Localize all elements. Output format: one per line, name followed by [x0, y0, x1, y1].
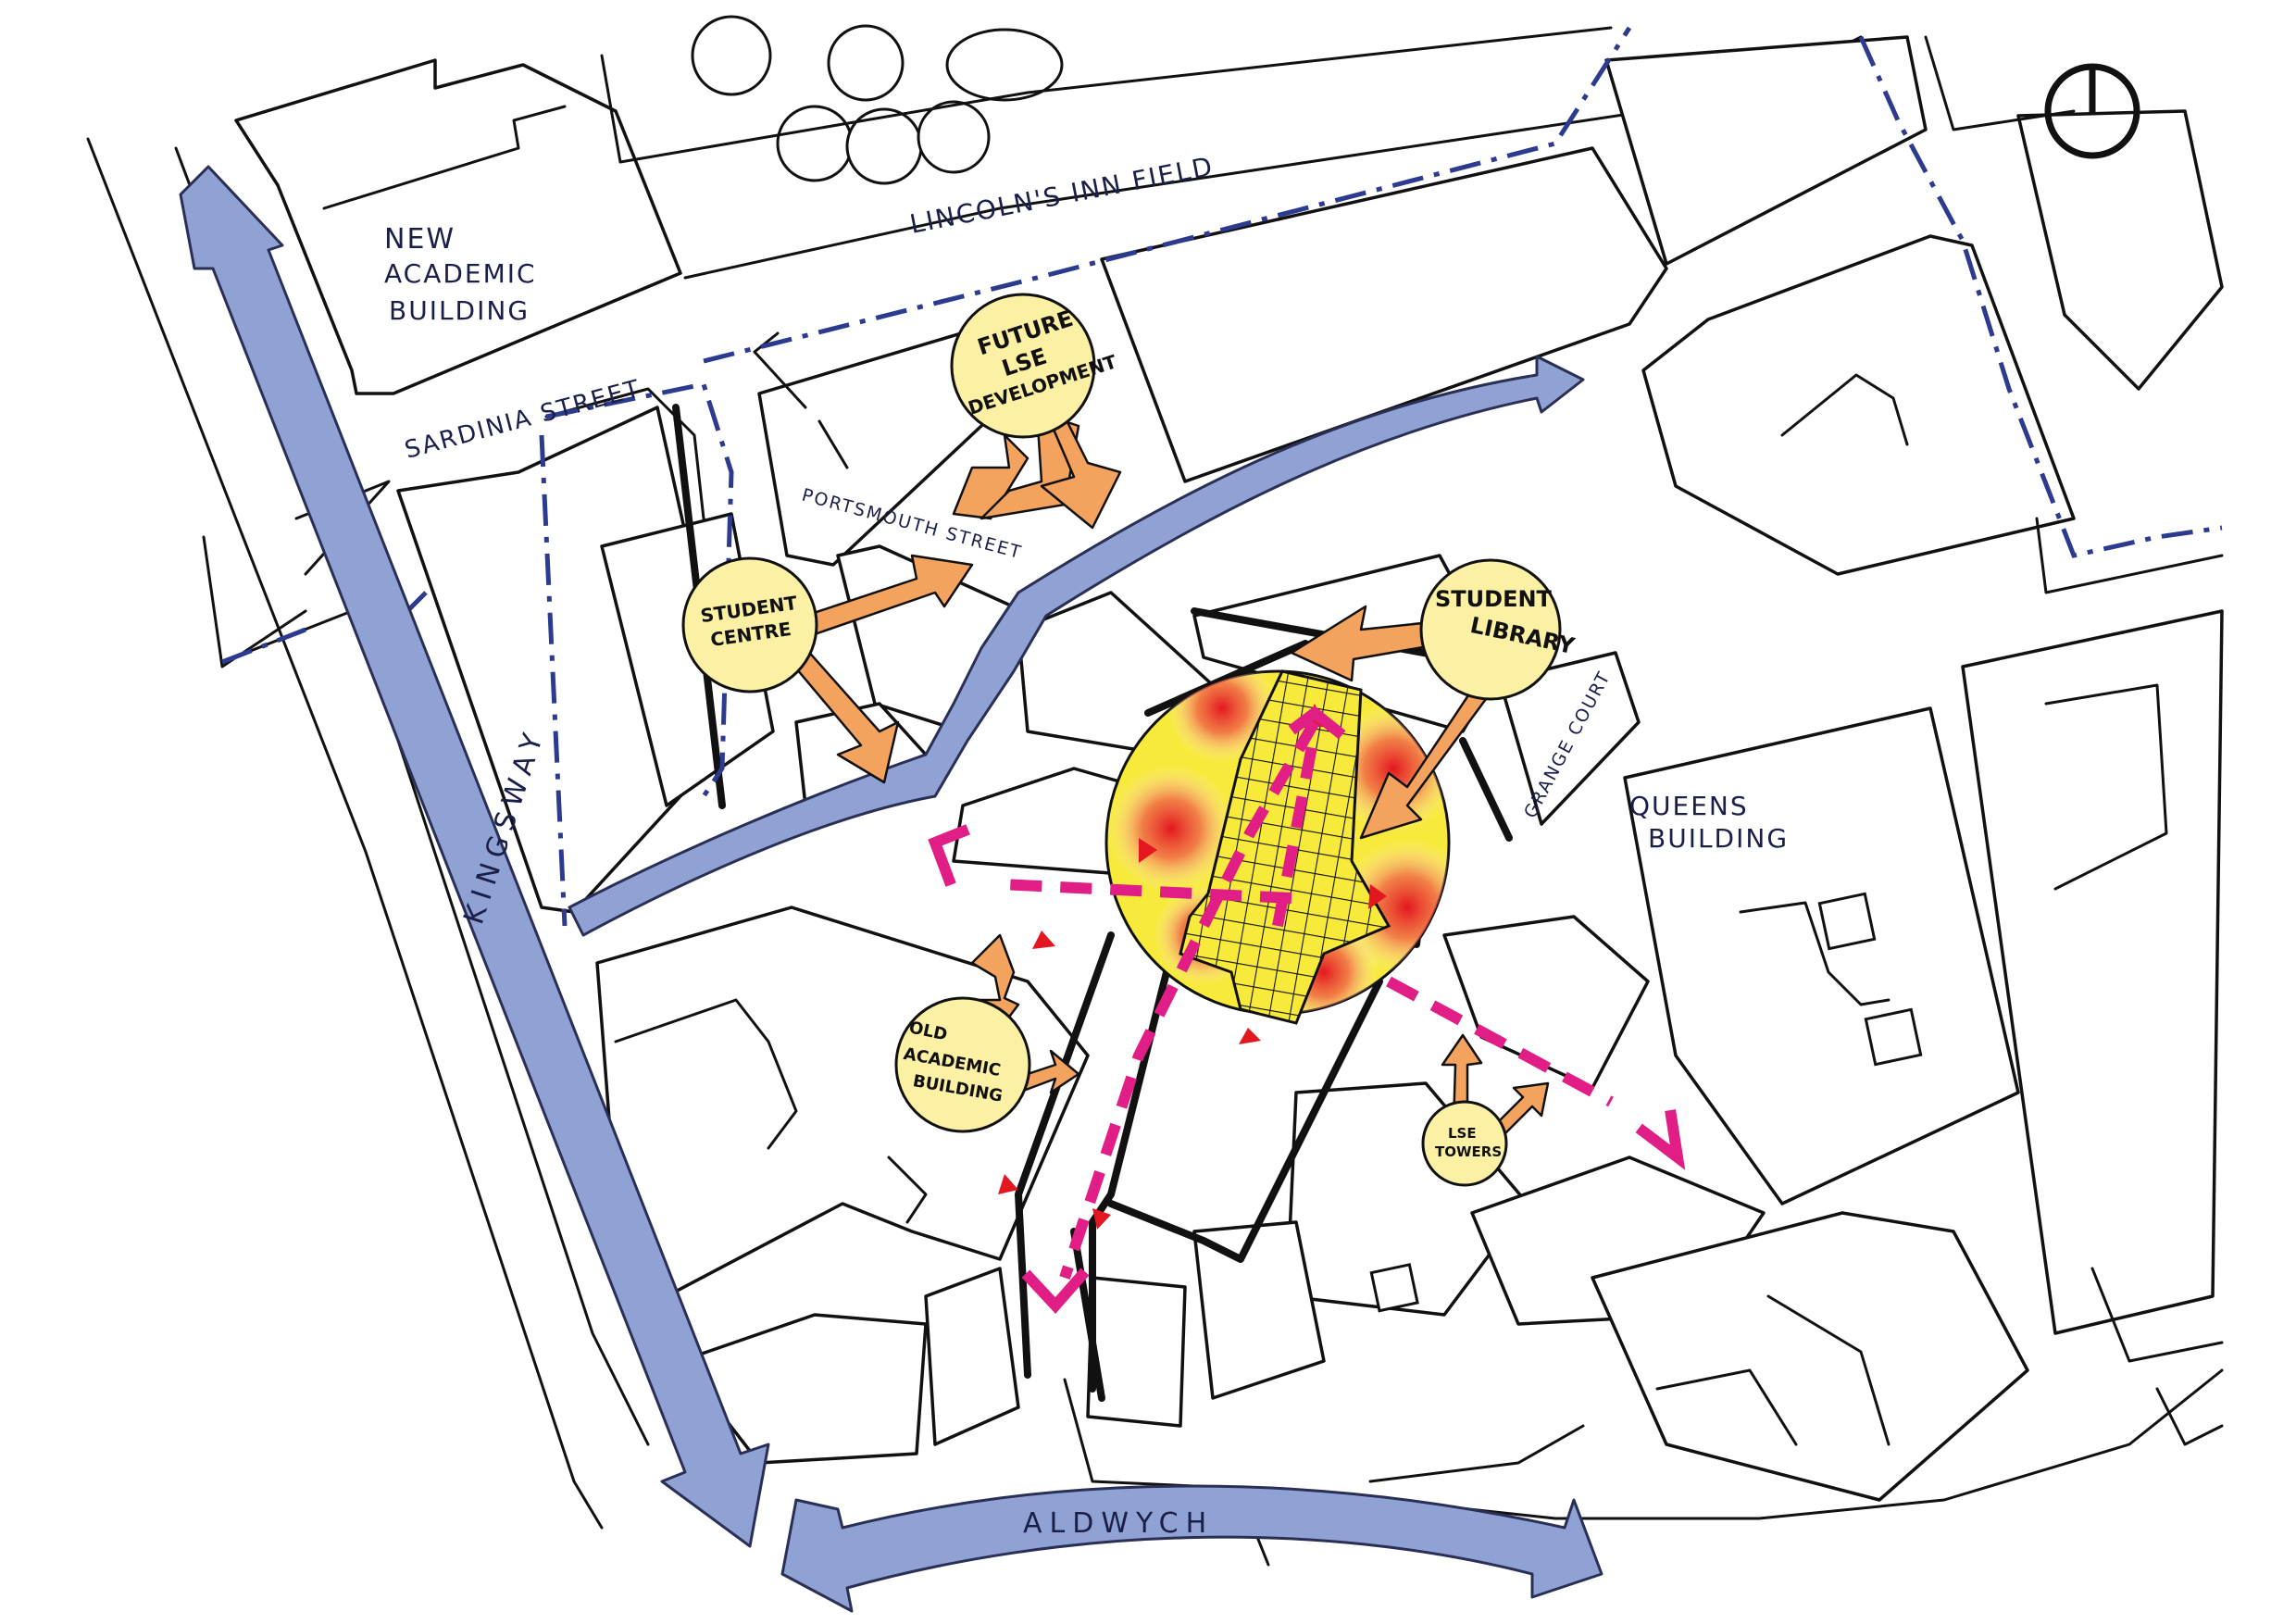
- hatched-square: [1179, 669, 1391, 1025]
- bubble-lse-towers: [1421, 1100, 1508, 1187]
- kingsway-arrow: [179, 165, 770, 1548]
- bubble-old-academic: [894, 996, 1031, 1133]
- portsmouth-street-arrow: [568, 355, 1585, 937]
- label-new-academic-2: ACADEMIC: [384, 258, 537, 289]
- aldwych-arrow: [780, 1484, 1603, 1613]
- main-streets: [179, 165, 1603, 1613]
- label-aldwych: ALDWYCH: [1023, 1507, 1214, 1540]
- access-arrows: [785, 406, 1550, 1141]
- label-lse-towers-2: TOWERS: [1435, 1143, 1502, 1160]
- bubble-future-lse: [950, 293, 1096, 439]
- route-north: [1272, 730, 1320, 928]
- label-queens-2: BUILDING: [1648, 823, 1789, 854]
- north-indicator-icon: [2044, 63, 2140, 159]
- label-student-library-1: STUDENT: [1435, 586, 1553, 612]
- bubble-student-library: [1419, 558, 1562, 701]
- block-queens: [1623, 706, 2020, 1206]
- pedestrian-routes: [928, 706, 1686, 1314]
- route-southeast: [1386, 976, 1614, 1107]
- trees: [691, 15, 1064, 185]
- route-south: [1059, 718, 1320, 1280]
- building-bubbles: [681, 293, 1562, 1187]
- label-lse-towers-1: LSE: [1448, 1125, 1477, 1142]
- block-new-academic: [234, 58, 682, 395]
- label-queens-1: QUEENS: [1629, 791, 1749, 821]
- label-new-academic-1: NEW: [384, 223, 455, 256]
- bubble-student-centre: [681, 556, 818, 693]
- label-new-academic-3: BUILDING: [389, 295, 530, 326]
